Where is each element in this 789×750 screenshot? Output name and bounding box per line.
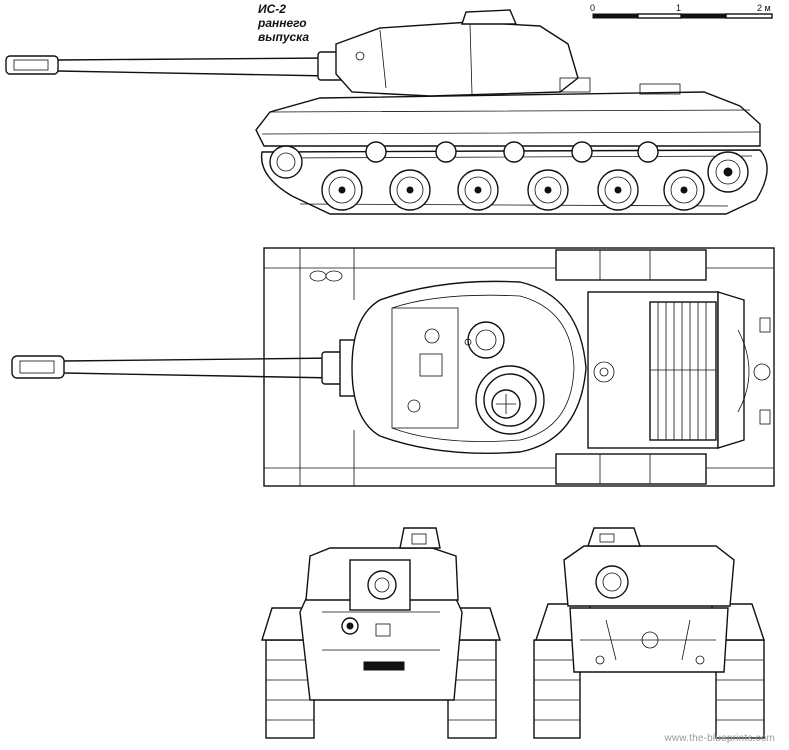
- side-hull: [255, 91, 761, 147]
- top-view: [11, 247, 775, 487]
- front-gun-mantlet: [367, 570, 397, 600]
- top-loader-hatch: [467, 321, 505, 359]
- title-line-variant: раннего: [258, 16, 307, 30]
- scale-label-two: 2 м: [757, 3, 771, 13]
- top-radiator-louvres: [650, 302, 716, 440]
- scale-label-one: 1: [676, 3, 682, 13]
- scale-label-zero: 0: [590, 3, 596, 13]
- title-line-model: ИС-2: [258, 2, 286, 16]
- drawing-title: ИС-2 раннего выпуска: [258, 2, 309, 44]
- rear-turret-hatch: [595, 565, 629, 599]
- side-turret: [335, 21, 579, 97]
- rear-turret: [563, 545, 735, 607]
- side-gun-barrel: [5, 51, 345, 81]
- scale-bar: [592, 13, 773, 19]
- top-radiator-grille: [649, 301, 717, 441]
- front-view: [261, 527, 501, 739]
- side-road-wheels: [321, 169, 705, 211]
- top-cupola: [475, 365, 545, 435]
- side-track: [260, 149, 768, 215]
- side-cupola: [461, 9, 518, 25]
- title-line-variant-2: выпуска: [258, 30, 310, 44]
- watermark: www.the-blueprints.com: [664, 733, 775, 744]
- rear-view: [533, 527, 765, 739]
- top-rear-plate: [717, 291, 745, 449]
- side-return-rollers: [269, 141, 749, 193]
- top-turret: [351, 280, 587, 454]
- side-view: [5, 9, 768, 215]
